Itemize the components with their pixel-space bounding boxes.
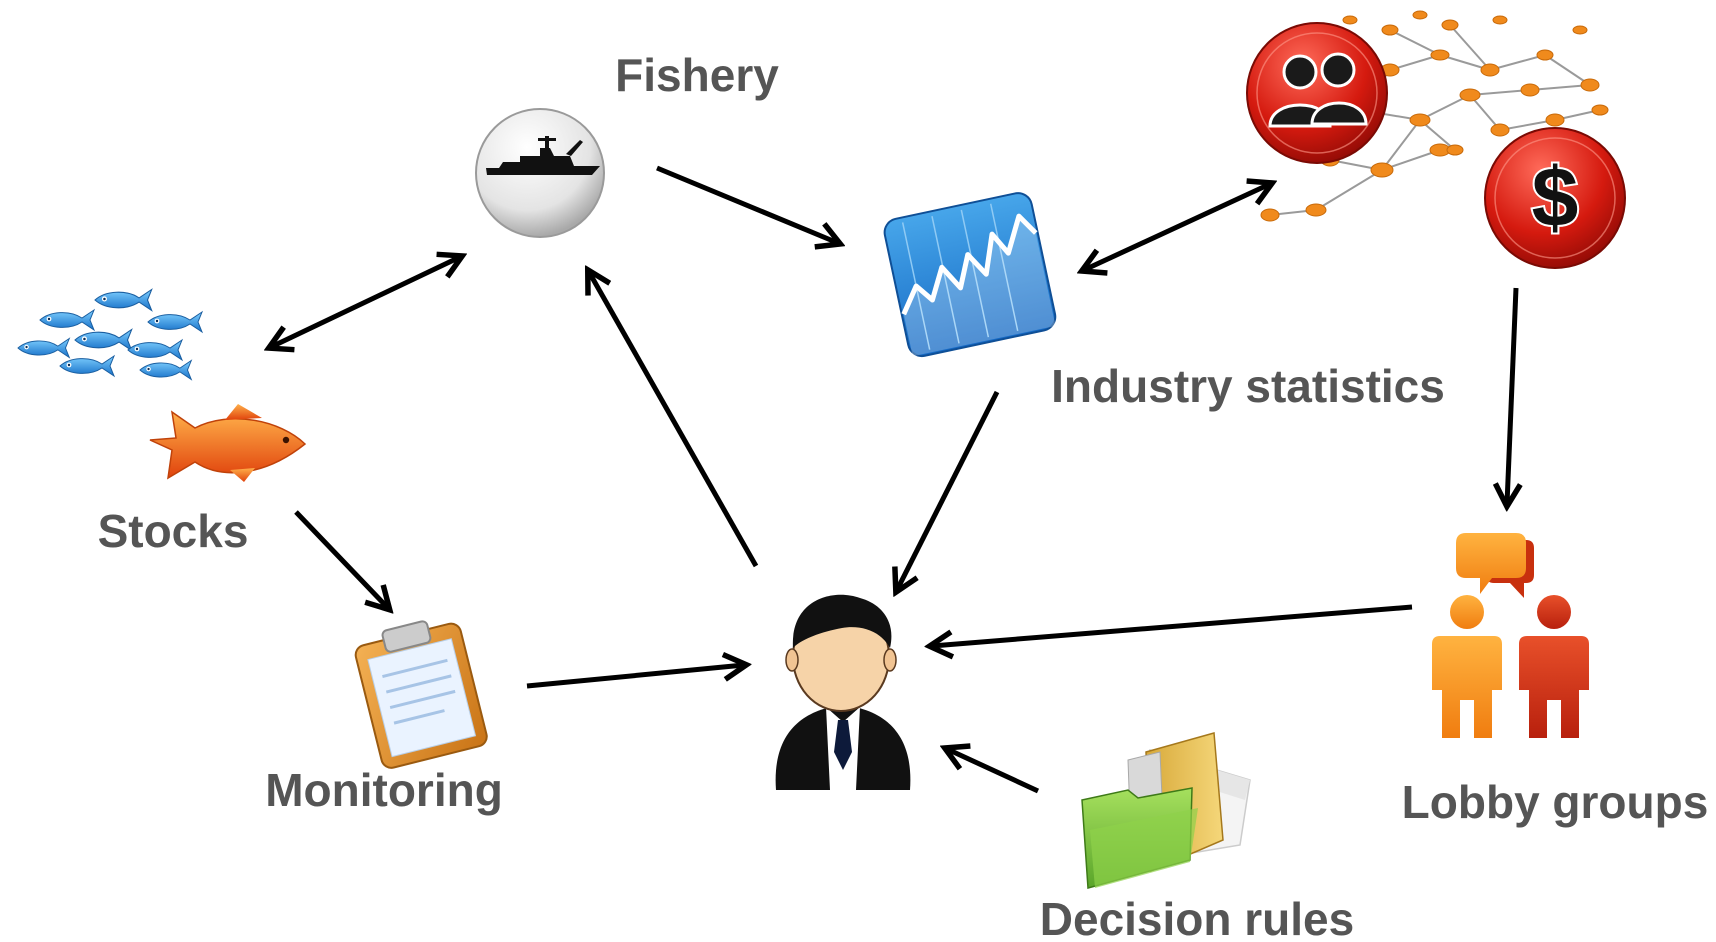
industry-statistics-label: Industry statistics: [1051, 360, 1445, 412]
industry-statistics-node: Industry statistics: [883, 192, 1445, 412]
stocks-node: Stocks: [17, 288, 307, 557]
people-talking-icon: [1432, 533, 1589, 738]
arrow-monitoring-manager: [526, 665, 744, 689]
arrows: [271, 165, 1516, 794]
arrow-stocks-fishery: [271, 257, 460, 347]
orange-fish-icon: [149, 404, 307, 482]
arrow-decision-rules-manager: [947, 749, 1040, 794]
monitoring-node: Monitoring: [265, 620, 503, 816]
arrow-lobby-groups-manager: [932, 604, 1413, 646]
manager-node: [775, 594, 911, 790]
fish-school-icon: [17, 288, 203, 380]
arrow-stocks-monitoring: [294, 510, 388, 608]
folders-icon: [1081, 732, 1251, 889]
arrow-fishery-industry-statistics: [656, 165, 838, 243]
lobby-groups-node: Lobby groups: [1402, 533, 1709, 828]
arrow-network-lobby-groups: [1507, 287, 1516, 504]
people-badge-icon: [1246, 22, 1388, 164]
clipboard-icon: [354, 620, 488, 769]
decision-rules-label: Decision rules: [1040, 893, 1354, 942]
businessman-icon: [775, 594, 911, 790]
decision-rules-node: Decision rules: [1040, 732, 1354, 942]
network-node: $: [1246, 10, 1626, 269]
monitoring-label: Monitoring: [265, 764, 503, 816]
fishery-node: Fishery: [475, 49, 779, 238]
arrow-industry-statistics-manager: [897, 390, 1000, 590]
fishery-label: Fishery: [615, 49, 779, 101]
svg-text:$: $: [1532, 150, 1579, 244]
stocks-label: Stocks: [98, 505, 249, 557]
fishing-boat-icon: [475, 108, 605, 238]
money-badge-icon: $: [1484, 127, 1626, 269]
arrow-manager-fishery: [589, 272, 759, 568]
arrow-industry-statistics-network: [1084, 184, 1270, 270]
stock-chart-icon: [883, 192, 1057, 358]
lobby-groups-label: Lobby groups: [1402, 776, 1709, 828]
